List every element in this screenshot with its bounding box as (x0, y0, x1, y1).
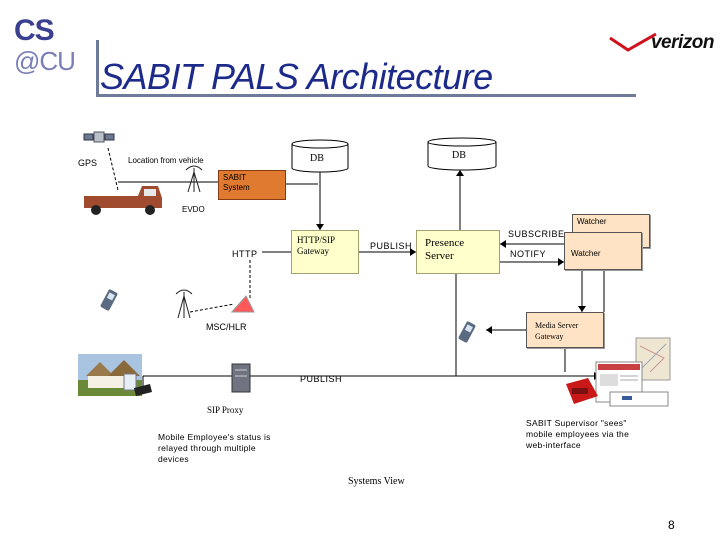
presence-server-box: Presence Server (416, 230, 500, 274)
gateway-line2: Gateway (297, 246, 329, 256)
red-phone-icon (566, 378, 598, 404)
title-underline (96, 94, 636, 97)
supervisor-caption-line: web-interface (526, 440, 581, 450)
http-sip-gateway-box: HTTP/SIP Gateway (291, 230, 359, 274)
mobile-phone-icon (100, 289, 118, 311)
supervisor-caption-line: mobile employees via the (526, 429, 630, 439)
page-number: 8 (668, 518, 675, 532)
msc-hlr-label: MSC/HLR (206, 322, 247, 332)
media-server-gateway-box: Media Server Gateway (526, 312, 604, 348)
logo-cu-text: @CU (14, 46, 76, 76)
msc-tower-icon (175, 289, 193, 319)
media-gateway-line2: Gateway (535, 332, 564, 341)
logo-cs-text: CS (14, 14, 55, 47)
truck-icon (84, 186, 162, 215)
gps-label: GPS (78, 158, 98, 168)
publish-bottom-label: PUBLISH (300, 374, 343, 384)
employee-caption-line: relayed through multiple (158, 443, 256, 453)
http-label: HTTP (232, 249, 258, 259)
supervisor-caption: SABIT Supervisor "sees" mobile employees… (526, 418, 629, 451)
gateway-line1: HTTP/SIP (297, 235, 336, 245)
verizon-check-icon (609, 32, 657, 52)
location-from-vehicle-label: Location from vehicle (128, 156, 204, 165)
server-icon (231, 363, 251, 393)
employee-caption: Mobile Employee's status is relayed thro… (158, 432, 271, 465)
sabit-system-box: SABIT System (218, 170, 286, 200)
verizon-logo: verizon (608, 28, 715, 56)
notify-label: NOTIFY (510, 249, 546, 259)
supervisor-monitor (609, 391, 669, 407)
watcher-phone-icon (458, 321, 476, 343)
db-right-label: DB (452, 150, 466, 161)
sabit-system-line1: SABIT (223, 173, 247, 182)
supervisor-caption-line: SABIT Supervisor "sees" (526, 418, 627, 428)
presence-line1: Presence (425, 237, 465, 249)
sip-proxy-label: SIP Proxy (207, 405, 244, 415)
house-photo (78, 354, 142, 396)
cell-tower-icon (185, 165, 203, 193)
watcher-2-label: Watcher (571, 249, 601, 258)
watcher-1-label: Watcher (577, 217, 607, 226)
watcher-box-front: Watcher (564, 232, 642, 270)
employee-caption-line: devices (158, 454, 189, 464)
systems-view-label: Systems View (348, 476, 405, 487)
sabit-system-line2: System (223, 183, 250, 192)
publish-top-label: PUBLISH (370, 241, 413, 251)
cs-cu-logo: CS @CU (14, 14, 76, 76)
employee-caption-line: Mobile Employee's status is (158, 432, 271, 442)
desk-phone-icon (134, 384, 152, 396)
page-title: SABIT PALS Architecture (100, 56, 493, 97)
satellite-icon (83, 131, 115, 143)
media-gateway-line1: Media Server (535, 321, 579, 330)
subscribe-label: SUBSCRIBE (508, 229, 565, 239)
presence-line2: Server (425, 250, 454, 262)
verizon-wordmark: verizon (650, 32, 715, 53)
title-accent-vertical (96, 40, 99, 97)
db-left-label: DB (310, 153, 324, 164)
evdo-label: EVDO (182, 205, 205, 214)
